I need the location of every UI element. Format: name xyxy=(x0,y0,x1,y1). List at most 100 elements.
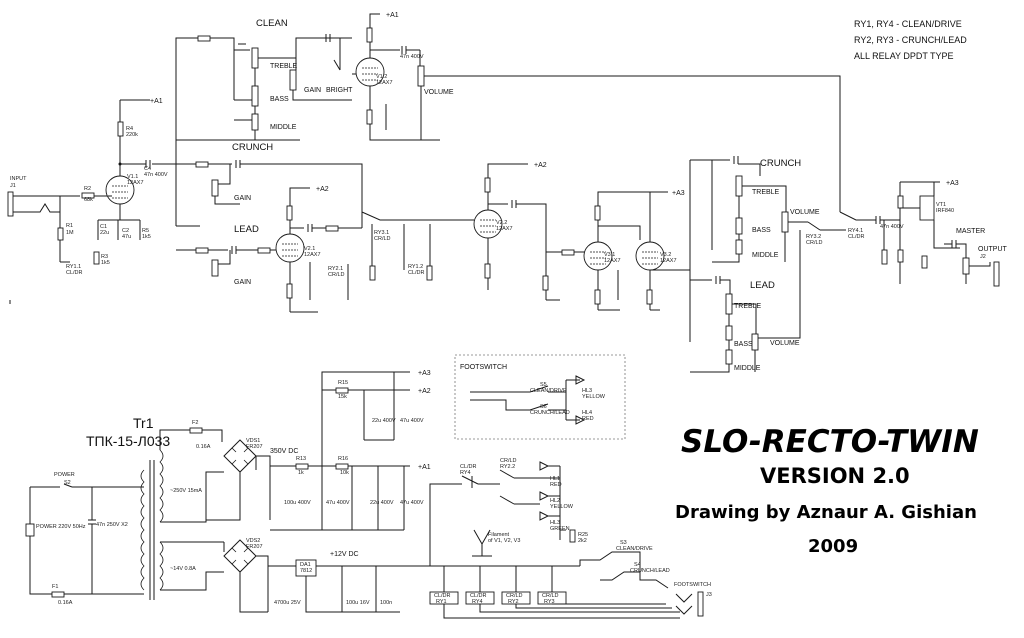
hl1-color: RED xyxy=(550,482,562,488)
pot-middle-lead xyxy=(725,349,733,365)
supply-a1-ps: +A1 xyxy=(418,464,431,471)
treble-crunch-label: TREBLE xyxy=(752,189,780,196)
vds1-type: FR207 xyxy=(246,444,263,450)
supply-a3-ps: +A3 xyxy=(418,370,431,377)
input-jack-j1 xyxy=(7,191,14,217)
input-stage: INPUT J1 R2 68k R1 1M V1.1 12AX7 +A1 R4 … xyxy=(7,98,176,276)
s4-value: CRUNCH/LEAD xyxy=(630,568,670,574)
ry3-sub: CR/LD xyxy=(542,593,559,599)
c24-value: 47u 400V xyxy=(400,418,424,424)
supply-a2-v3: +A2 xyxy=(534,162,547,169)
ry2-label: RY2 xyxy=(508,599,519,605)
resistor-r24 xyxy=(561,249,575,256)
r2-value: 68k xyxy=(84,197,93,203)
r13-value: 1k xyxy=(298,470,304,476)
resistor-r16 xyxy=(335,463,349,470)
v11-type: 12AX7 xyxy=(127,180,144,186)
gain-crunch-label: GAIN xyxy=(234,195,251,202)
resistor-r34 xyxy=(921,255,928,269)
pot-gain-lead xyxy=(211,259,219,277)
c17-value: 47u 400V xyxy=(326,500,350,506)
resistor-r23 xyxy=(542,275,549,291)
section-footswitch: FOOTSWITCH xyxy=(460,364,507,371)
resistor-r6 xyxy=(197,35,211,42)
r5-label: R5 xyxy=(142,228,149,234)
c25-value: 47u 400V xyxy=(400,500,424,506)
c18-value: 100u 16V xyxy=(346,600,370,606)
treble-clean-label: TREBLE xyxy=(270,63,298,70)
c1-label: C1 xyxy=(100,224,107,230)
pot-bass-crunch xyxy=(735,217,743,235)
s2-label: S2 xyxy=(64,480,71,486)
sec2-label: ~14V 0.8A xyxy=(170,566,196,572)
section-crunch-pre: CRUNCH xyxy=(232,142,273,153)
section-lead-post: LEAD xyxy=(750,280,775,291)
r25-label: R25 xyxy=(578,532,588,538)
ry41-label: RY4.1 xyxy=(848,228,863,234)
pot-bass-lead xyxy=(725,325,733,341)
version-label: VERSION 2.0 xyxy=(760,464,910,488)
bright-label: BRIGHT xyxy=(326,87,353,94)
c1-value: 22u xyxy=(100,230,109,236)
da1-label: DA1 xyxy=(300,562,311,568)
resistor-r22 xyxy=(484,263,491,279)
c2-value: 47u xyxy=(122,234,131,240)
output-label: OUTPUT xyxy=(978,246,1008,253)
pot-middle-crunch xyxy=(735,239,743,255)
c20-value: 22u 400V xyxy=(370,500,394,506)
relay-notes: RY1, RY4 - CLEAN/DRIVE RY2, RY3 - CRUNCH… xyxy=(854,19,967,61)
v21-type: 12AX7 xyxy=(304,252,321,258)
filament-label: Filament xyxy=(488,532,510,538)
v32-type: 12AX7 xyxy=(660,258,677,264)
section-clean: CLEAN xyxy=(256,18,288,29)
bass-clean-label: BASS xyxy=(270,96,289,103)
resistor-r20 xyxy=(426,265,433,281)
f2-label: F2 xyxy=(192,420,198,426)
f2-value: 0.16A xyxy=(196,444,211,450)
resistor-r11 xyxy=(286,205,293,221)
pot-middle-clean xyxy=(251,113,259,131)
resistor-r3 xyxy=(93,251,100,265)
supply-a1-top: +A1 xyxy=(386,12,399,19)
master-label: MASTER xyxy=(956,228,985,235)
resistor-r12 xyxy=(286,283,293,299)
footswitch-jack-label: FOOTSWITCH xyxy=(674,582,711,588)
crunch-channel: CRUNCH GAIN xyxy=(176,139,363,205)
c4-label: C4 xyxy=(144,166,151,172)
v32-label: V3.2 xyxy=(660,252,671,258)
ry1-label: RY1 xyxy=(436,599,447,605)
ry11-label: RY1.1 xyxy=(66,264,81,270)
pot-volume-clean xyxy=(417,65,425,87)
c2ac-value: 47n 250V X2 xyxy=(96,522,128,528)
footswitch-box: FOOTSWITCH S5 CLEAN/DRIVE S6 CRUNCH/LEAD… xyxy=(454,354,626,440)
resistor-r7 xyxy=(195,161,209,168)
supply-a2-ps: +A2 xyxy=(418,388,431,395)
r3-label: R3 xyxy=(101,254,108,260)
r16-value: 10k xyxy=(340,470,349,476)
ry12-sub: CL/DR xyxy=(408,270,425,276)
hl1-label: HL1 xyxy=(550,476,560,482)
ry3-label: RY3 xyxy=(544,599,555,605)
hv-label: 350V DC xyxy=(270,448,298,455)
volume-lead-label: VOLUME xyxy=(770,340,800,347)
resistor-r27 xyxy=(594,289,601,305)
note-line-3: ALL RELAY DPDT TYPE xyxy=(854,51,954,61)
transformer-ref: Tr1 xyxy=(133,415,154,431)
s6-label: S6 xyxy=(540,404,547,410)
section-lead-pre: LEAD xyxy=(234,224,259,235)
v11-label: V1.1 xyxy=(127,174,138,180)
v12-label: V1.2 xyxy=(376,74,387,80)
r15-label: R15 xyxy=(338,380,348,386)
v22-label: V2.2 xyxy=(496,220,507,226)
section-crunch-post: CRUNCH xyxy=(760,158,801,169)
power-supply: Tr1 ТПК-15-Л033 ~250V 15mA ~14V 0.8A POW… xyxy=(25,370,431,613)
s2-value: POWER 220V 50Hz xyxy=(36,524,86,530)
vds1-label: VDS1 xyxy=(246,438,260,444)
resistor-r26 xyxy=(594,205,601,221)
hl3-color: GREEN xyxy=(550,526,570,532)
supply-a1-v1: +A1 xyxy=(150,98,163,105)
v31-label: V3.1 xyxy=(604,252,615,258)
gain-clean-label: GAIN xyxy=(304,87,321,94)
pot-treble-clean xyxy=(251,47,259,69)
